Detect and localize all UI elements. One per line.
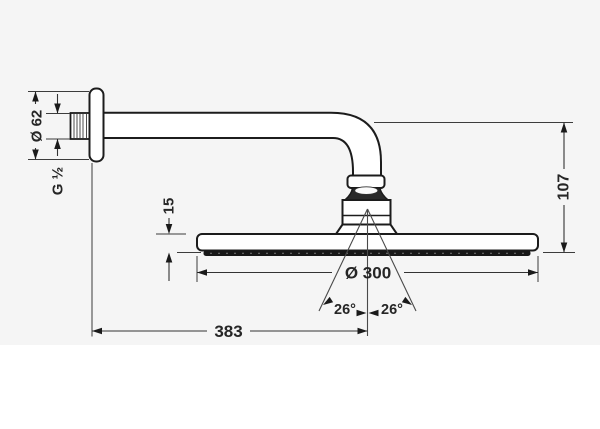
wall-flange: [88, 87, 105, 163]
ball-joint: [343, 186, 390, 201]
arrowhead: [560, 242, 568, 253]
arrowhead: [197, 269, 207, 276]
dim-spray-angles: 26° 26°: [323, 296, 412, 318]
head-mount: [334, 199, 399, 235]
spray-angle-line-left: [318, 208, 368, 312]
arrowhead: [401, 296, 412, 305]
arrowhead: [357, 327, 368, 335]
dim-thread-size: G ½: [46, 94, 70, 195]
drawing-panel-background: [0, 0, 600, 345]
dim-height-offset-label: 107: [556, 174, 573, 201]
dim-arm-projection: 383: [91, 163, 368, 341]
arrowhead: [528, 269, 538, 276]
arrowhead: [560, 122, 568, 133]
dim-flange-diameter-label: Ø 62: [29, 110, 46, 143]
arrowhead: [368, 309, 379, 317]
dim-head-thickness-label: 15: [161, 198, 178, 215]
dim-thread-size-label: G ½: [50, 167, 67, 195]
dim-head-diameter-label: Ø 300: [345, 264, 391, 283]
mount-flare: [334, 223, 399, 235]
arrowhead: [54, 139, 61, 149]
dim-arm-projection-label: 383: [214, 322, 242, 341]
arrowhead: [323, 296, 334, 305]
arrowhead: [32, 149, 39, 160]
dim-flange-diameter: Ø 62: [28, 91, 89, 160]
dim-head-thickness: 15: [156, 198, 201, 281]
dim-spray-angle-right-label: 26°: [381, 302, 403, 318]
arrowhead: [165, 252, 173, 263]
spray-angle-line-right: [367, 208, 417, 312]
arrowhead: [165, 224, 173, 234]
dim-head-diameter: Ø 300: [196, 256, 539, 283]
thread-nipple: [69, 112, 92, 140]
connector-nut: [346, 174, 386, 189]
dim-height-offset: 107: [374, 122, 575, 253]
arrowhead: [356, 309, 367, 317]
arrowhead: [32, 91, 39, 102]
arrowhead: [54, 103, 61, 114]
arrowhead: [92, 327, 102, 335]
dim-spray-angle-left-label: 26°: [334, 302, 356, 318]
